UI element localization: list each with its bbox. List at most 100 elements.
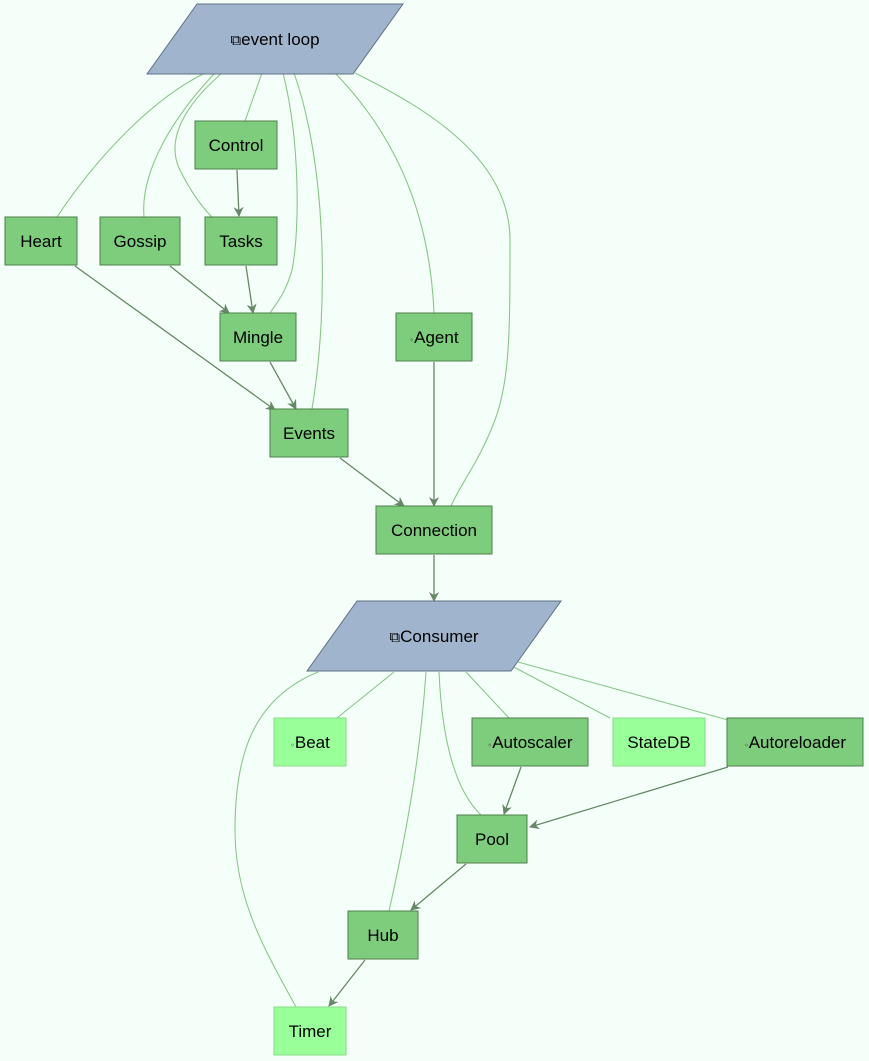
edge-control-to-tasks bbox=[233, 169, 244, 217]
edge-pool-to-hub bbox=[410, 863, 467, 911]
node-heart-shape bbox=[4, 216, 78, 266]
edge-eventloop-to-mingle bbox=[269, 72, 298, 314]
node-tasks-label-text: Tasks bbox=[219, 232, 262, 251]
node-hub-label-text: Hub bbox=[367, 926, 398, 945]
edge-consumer-to-pool bbox=[438, 671, 482, 816]
node-control: Control bbox=[194, 120, 278, 170]
edge-eventloop-to-heart bbox=[56, 72, 206, 218]
node-beat-label-text: Beat bbox=[295, 733, 330, 752]
edge-eventloop-to-agent bbox=[334, 72, 435, 314]
node-consumer-label-text: Consumer bbox=[400, 627, 479, 646]
edge-tasks-to-mingle bbox=[245, 265, 257, 314]
edge-autoscaler-to-pool bbox=[502, 766, 522, 815]
node-timer-shape bbox=[273, 1006, 347, 1056]
node-consumer-shape bbox=[306, 600, 562, 672]
node-events-label-text: Events bbox=[283, 424, 335, 443]
node-heart-label-text: Heart bbox=[20, 232, 62, 251]
edge-consumer-to-timer bbox=[234, 671, 319, 1008]
node-events-label: Events bbox=[283, 424, 335, 443]
node-statedb-label-text: StateDB bbox=[627, 733, 690, 752]
node-pool-shape bbox=[456, 814, 528, 864]
node-hub: Hub bbox=[347, 910, 419, 960]
node-autoreloader: ◦Autoreloader bbox=[726, 717, 864, 767]
small-circle-icon: ◦ bbox=[487, 741, 492, 750]
overlapping-squares-icon: ⧉ bbox=[230, 31, 241, 49]
small-circle-icon: ◦ bbox=[290, 741, 295, 750]
node-events-shape bbox=[269, 408, 349, 458]
node-heart: Heart bbox=[4, 216, 78, 266]
edge-mingle-to-events bbox=[269, 361, 297, 410]
edge-eventloop-to-connection bbox=[354, 72, 511, 507]
node-autoscaler-label: ◦Autoscaler bbox=[487, 733, 572, 752]
node-autoscaler-shape bbox=[471, 717, 589, 767]
node-statedb-shape bbox=[612, 717, 706, 767]
node-timer: Timer bbox=[273, 1006, 347, 1056]
node-autoreloader-label: ◦Autoreloader bbox=[744, 733, 846, 752]
node-agent: ◦Agent bbox=[395, 312, 473, 362]
node-autoscaler-label-text: Autoscaler bbox=[492, 733, 573, 752]
edge-heart-to-events bbox=[74, 265, 276, 411]
node-hub-label: Hub bbox=[367, 926, 398, 945]
node-connection-label-text: Connection bbox=[391, 521, 477, 540]
node-heart-label: Heart bbox=[20, 232, 62, 251]
edges-layer bbox=[56, 72, 729, 1008]
node-mingle-label-text: Mingle bbox=[233, 328, 283, 347]
node-control-label: Control bbox=[209, 136, 264, 155]
node-autoreloader-shape bbox=[726, 717, 864, 767]
node-tasks-shape bbox=[204, 216, 278, 266]
node-pool-label: Pool bbox=[475, 830, 509, 849]
node-mingle-shape bbox=[219, 312, 297, 362]
node-statedb: StateDB bbox=[612, 717, 706, 767]
node-pool: Pool bbox=[456, 814, 528, 864]
overlapping-squares-icon: ⧉ bbox=[389, 628, 400, 646]
small-circle-icon: ◦ bbox=[744, 741, 749, 750]
node-gossip: Gossip bbox=[99, 216, 181, 266]
node-eventloop-label: ⧉event loop bbox=[230, 30, 319, 49]
node-tasks-label: Tasks bbox=[219, 232, 262, 251]
node-beat: ◦Beat bbox=[273, 717, 347, 767]
node-connection: Connection bbox=[375, 505, 493, 555]
node-control-label-text: Control bbox=[209, 136, 264, 155]
node-pool-label-text: Pool bbox=[475, 830, 509, 849]
node-eventloop: ⧉event loop bbox=[146, 3, 404, 75]
node-beat-label: ◦Beat bbox=[290, 733, 330, 752]
node-agent-shape bbox=[395, 312, 473, 362]
node-beat-shape bbox=[273, 717, 347, 767]
node-eventloop-label-text: event loop bbox=[241, 30, 319, 49]
node-consumer: ⧉Consumer bbox=[306, 600, 562, 672]
edge-events-to-connection bbox=[339, 457, 405, 507]
node-timer-label-text: Timer bbox=[289, 1022, 332, 1041]
edge-eventloop-to-control bbox=[244, 72, 263, 122]
node-autoscaler: ◦Autoscaler bbox=[471, 717, 589, 767]
node-gossip-label: Gossip bbox=[114, 232, 167, 251]
edge-gossip-to-mingle bbox=[169, 265, 230, 314]
node-statedb-label: StateDB bbox=[627, 733, 690, 752]
node-autoreloader-label-text: Autoreloader bbox=[749, 733, 847, 752]
node-tasks: Tasks bbox=[204, 216, 278, 266]
node-connection-label: Connection bbox=[391, 521, 477, 540]
edge-hub-to-timer bbox=[328, 959, 366, 1007]
node-timer-label: Timer bbox=[289, 1022, 332, 1041]
node-control-shape bbox=[194, 120, 278, 170]
edge-consumer-to-beat bbox=[336, 671, 395, 719]
node-hub-shape bbox=[347, 910, 419, 960]
edge-consumer-to-statedb bbox=[509, 664, 611, 719]
small-circle-icon: ◦ bbox=[409, 336, 414, 345]
edge-eventloop-to-events bbox=[293, 72, 323, 410]
edge-autoreloader-to-pool bbox=[529, 766, 729, 830]
node-gossip-label-text: Gossip bbox=[114, 232, 167, 251]
node-gossip-shape bbox=[99, 216, 181, 266]
node-connection-shape bbox=[375, 505, 493, 555]
edge-consumer-to-hub bbox=[388, 671, 427, 912]
node-events: Events bbox=[269, 408, 349, 458]
node-eventloop-shape bbox=[146, 3, 404, 75]
edge-eventloop-to-gossip bbox=[143, 72, 216, 218]
node-agent-label-text: Agent bbox=[414, 328, 459, 347]
edge-eventloop-to-tasks bbox=[174, 72, 223, 218]
node-mingle: Mingle bbox=[219, 312, 297, 362]
node-consumer-label: ⧉Consumer bbox=[389, 627, 478, 646]
node-agent-label: ◦Agent bbox=[409, 328, 458, 347]
edge-consumer-to-autoscaler bbox=[465, 671, 510, 719]
